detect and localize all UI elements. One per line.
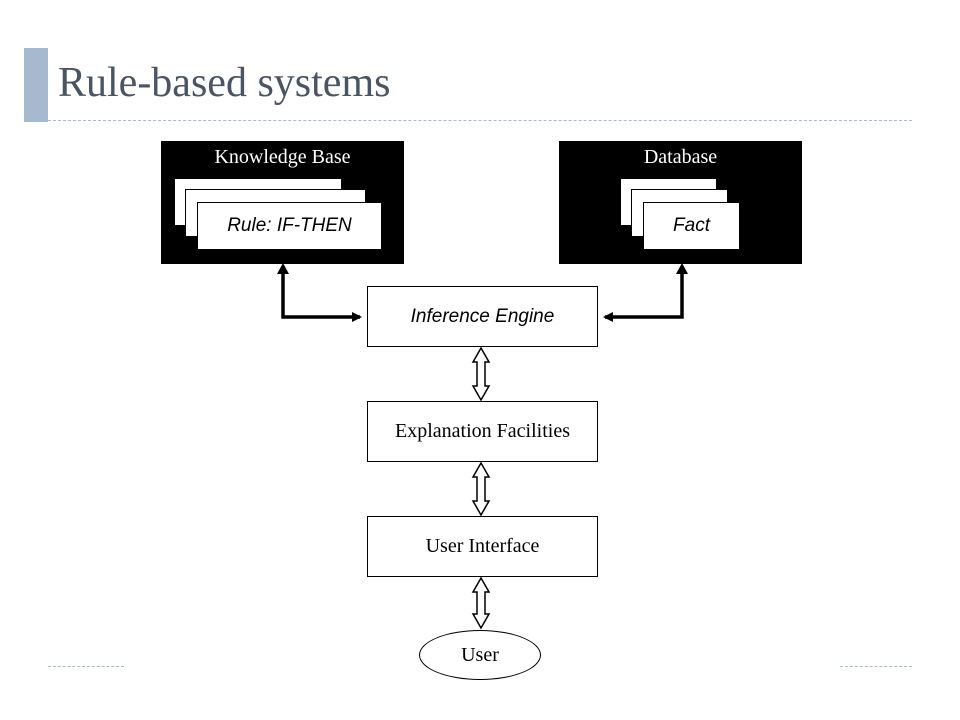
db-arrowhead <box>676 263 688 274</box>
explanation-interface-double-arrow <box>471 461 491 517</box>
slide-title: Rule-based systems <box>58 60 391 106</box>
footer-divider-left <box>48 666 124 667</box>
title-accent-bar <box>24 48 48 122</box>
user-node: User <box>419 630 541 680</box>
database-label: Database <box>643 146 718 168</box>
knowledge-base-label: Knowledge Base <box>214 146 351 168</box>
inference-explanation-double-arrow <box>471 346 491 402</box>
footer-divider-right <box>840 666 912 667</box>
title-divider <box>48 120 912 121</box>
knowledge-base-panel: Knowledge Base Rule: IF-THEN <box>161 141 404 264</box>
rule-card: Rule: IF-THEN <box>197 202 382 250</box>
inference-engine-box: Inference Engine <box>367 286 598 347</box>
user-interface-box: User Interface <box>367 516 598 577</box>
kb-arrowhead <box>277 263 289 274</box>
interface-user-double-arrow <box>471 576 491 630</box>
db-inference-connector <box>603 270 684 322</box>
fact-card: Fact <box>643 202 740 250</box>
database-panel: Database Fact <box>559 141 802 264</box>
kb-inference-connector <box>281 270 362 322</box>
explanation-facilities-box: Explanation Facilities <box>367 401 598 462</box>
